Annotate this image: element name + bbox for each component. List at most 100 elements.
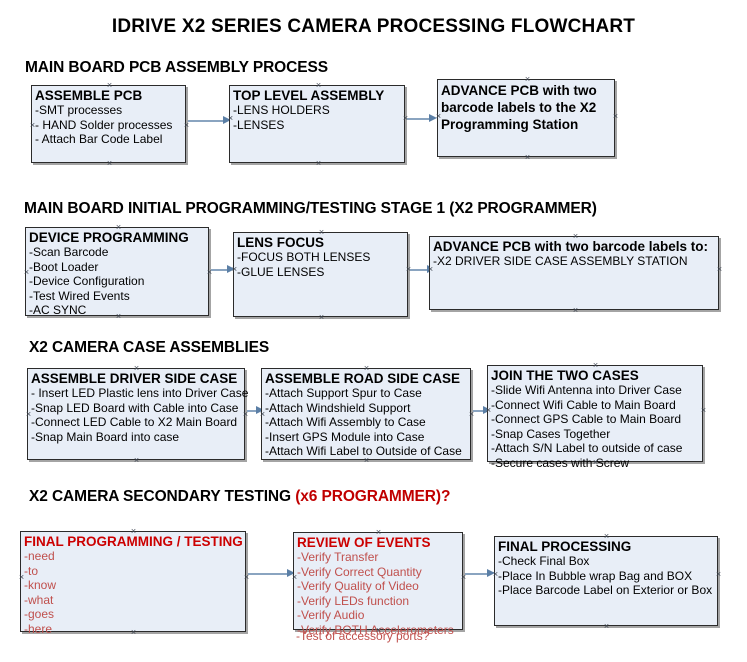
node-assemble-road-side-case-line-1: -Attach Support Spur to Case <box>265 386 422 400</box>
connection-handle-top[interactable] <box>133 365 140 372</box>
connection-handle-top[interactable] <box>130 528 137 535</box>
connection-handle-bottom[interactable] <box>315 160 322 167</box>
node-advance-pcb-driver-side-case-line-1: -X2 DRIVER SIDE CASE ASSEMBLY STATION <box>433 254 688 268</box>
section-title-text: X2 CAMERA SECONDARY TESTING <box>29 488 296 505</box>
node-join-the-two-cases-line-2: -Connect Wifi Cable to Main Board <box>491 397 676 412</box>
connector-shaft <box>473 410 484 412</box>
connection-handle-left[interactable] <box>29 122 36 129</box>
node-top-level-assembly-head: TOP LEVEL ASSEMBLY <box>233 88 385 103</box>
node-assemble-road-side-case-head: ASSEMBLE ROAD SIDE CASE <box>265 371 461 386</box>
node-join-the-two-cases[interactable]: JOIN THE TWO CASES -Slide Wifi Antenna i… <box>485 362 703 470</box>
connection-handle-top[interactable] <box>315 82 322 89</box>
connector-shaft <box>465 573 488 575</box>
node-review-of-events[interactable]: REVIEW OF EVENTS -Verify Transfer -Verif… <box>291 529 463 637</box>
node-final-processing-line-3: -Place Barcode Label on Exterior or Box <box>498 583 713 597</box>
node-assemble-driver-side-case[interactable]: ASSEMBLE DRIVER SIDE CASE - Insert LED P… <box>25 365 249 460</box>
node-final-programming-testing-line-5: -goes <box>24 607 55 621</box>
connection-handle-top[interactable] <box>363 365 370 372</box>
connection-handle-left[interactable] <box>18 574 25 581</box>
node-device-programming-line-4: -Test Wired Events <box>29 288 130 303</box>
connection-handle-top[interactable] <box>375 529 382 536</box>
connection-handle-left[interactable] <box>259 411 266 418</box>
connection-handle-bottom[interactable] <box>318 314 325 321</box>
node-assemble-driver-side-case-line-1: - Insert LED Plastic lens into Driver Ca… <box>31 386 249 400</box>
connection-handle-top[interactable] <box>106 82 113 89</box>
connector-shaft <box>188 120 224 122</box>
connection-handle-right[interactable] <box>700 407 707 414</box>
node-final-programming-testing-line-1: -need <box>24 549 55 563</box>
node-assemble-driver-side-case-line-3: -Connect LED Cable to X2 Main Board <box>31 415 238 429</box>
connection-handle-bottom[interactable] <box>106 160 113 167</box>
connection-handle-top[interactable] <box>115 224 122 231</box>
node-review-of-events-line-5: -Verify Audio <box>297 608 365 622</box>
node-device-programming-line-5: -AC SYNC <box>29 303 87 317</box>
node-assemble-pcb-line-2: - HAND Solder processes <box>35 117 173 132</box>
connector-shaft <box>248 573 288 575</box>
node-device-programming-line-3: -Device Configuration <box>29 274 145 288</box>
node-final-programming-testing[interactable]: FINAL PROGRAMMING / TESTING -need -to -k… <box>18 528 246 636</box>
node-lens-focus-head: LENS FOCUS <box>237 235 325 250</box>
node-advance-pcb-programming-station[interactable]: ADVANCE PCB with two barcode labels to t… <box>437 79 615 157</box>
connection-handle-top[interactable] <box>318 229 325 236</box>
connection-handle-bottom[interactable] <box>524 154 531 161</box>
connection-handle-top[interactable] <box>524 76 531 83</box>
node-final-processing-head: FINAL PROCESSING <box>498 539 632 554</box>
connection-handle-left[interactable] <box>25 411 32 418</box>
node-device-programming-head: DEVICE PROGRAMMING <box>29 230 189 245</box>
connection-handle-right[interactable] <box>715 571 722 578</box>
arrow-head-icon <box>429 114 437 122</box>
connection-handle-top[interactable] <box>603 533 610 540</box>
node-advance-pcb-programming-station-head: ADVANCE PCB with two barcode labels to t… <box>441 83 597 132</box>
node-assemble-driver-side-case-line-2: -Snap LED Board with Cable into Case <box>31 400 239 415</box>
node-final-programming-testing-head: FINAL PROGRAMMING / TESTING <box>24 534 243 549</box>
node-top-level-assembly-line-2: -LENSES <box>233 117 285 132</box>
connector-shaft <box>211 269 228 271</box>
connection-handle-left[interactable] <box>427 266 434 273</box>
node-lens-focus-line-2: -GLUE LENSES <box>237 264 325 279</box>
node-assemble-road-side-case[interactable]: ASSEMBLE ROAD SIDE CASE -Attach Support … <box>261 368 471 460</box>
connection-handle-bottom[interactable] <box>603 623 610 630</box>
arrow-head-icon <box>287 569 295 577</box>
node-final-programming-testing-line-6: -here <box>24 621 53 636</box>
node-advance-pcb-driver-side-case[interactable]: ADVANCE PCB with two barcode labels to: … <box>429 236 719 310</box>
connection-handle-bottom[interactable] <box>363 457 370 464</box>
node-review-of-events-line-3: -Verify Quality of Video <box>297 579 419 593</box>
node-top-level-assembly[interactable]: TOP LEVEL ASSEMBLY -LENS HOLDERS -LENSES <box>229 85 405 163</box>
node-final-processing[interactable]: FINAL PROCESSING -Check Final Box -Place… <box>494 536 718 626</box>
connection-handle-left[interactable] <box>291 574 298 581</box>
connector-assemble-pcb-to-top-level <box>188 116 231 125</box>
connection-handle-top[interactable] <box>592 362 599 369</box>
connector-final-programming-to-review-of-events <box>248 569 295 578</box>
node-lens-focus-line-1: -FOCUS BOTH LENSES <box>237 250 371 264</box>
node-assemble-pcb[interactable]: ASSEMBLE PCB -SMT processes - HAND Solde… <box>31 85 186 163</box>
connection-handle-top[interactable] <box>572 233 579 240</box>
node-assemble-road-side-case-line-4: -Insert GPS Module into Case <box>265 429 425 444</box>
arrow-head-icon <box>487 569 495 577</box>
connection-handle-left[interactable] <box>231 266 238 273</box>
node-join-the-two-cases-head: JOIN THE TWO CASES <box>491 368 639 383</box>
connection-handle-right[interactable] <box>612 113 619 120</box>
node-final-processing-line-2: -Place In Bubble wrap Bag and BOX <box>498 568 693 583</box>
connection-handle-left[interactable] <box>227 115 234 122</box>
connection-handle-left[interactable] <box>492 571 499 578</box>
node-assemble-road-side-case-line-5: -Attach Wifi Label to Outside of Case <box>265 444 462 458</box>
connection-handle-bottom[interactable] <box>572 307 579 314</box>
connection-handle-left[interactable] <box>435 113 442 120</box>
connection-handle-left[interactable] <box>23 269 30 276</box>
connection-handle-bottom[interactable] <box>133 457 140 464</box>
connection-handle-bottom[interactable] <box>115 313 122 320</box>
section-title-main-board-initial-programming: MAIN BOARD INITIAL PROGRAMMING/TESTING S… <box>24 200 597 217</box>
connection-handle-bottom[interactable] <box>130 629 137 636</box>
node-lens-focus[interactable]: LENS FOCUS -FOCUS BOTH LENSES -GLUE LENS… <box>233 232 408 317</box>
node-assemble-pcb-line-3: - Attach Bar Code Label <box>35 132 163 146</box>
connector-shaft <box>247 410 257 412</box>
connection-handle-bottom[interactable] <box>592 459 599 466</box>
node-join-the-two-cases-line-1: -Slide Wifi Antenna into Driver Case <box>491 383 682 397</box>
section-title-x2-camera-secondary-testing: X2 CAMERA SECONDARY TESTING (x6 PROGRAMM… <box>29 488 450 506</box>
node-assemble-driver-side-case-head: ASSEMBLE DRIVER SIDE CASE <box>31 371 238 386</box>
connection-handle-left[interactable] <box>485 407 492 414</box>
connection-handle-right[interactable] <box>716 266 723 273</box>
node-join-the-two-cases-line-5: -Attach S/N Label to outside of case <box>491 441 683 455</box>
node-device-programming[interactable]: DEVICE PROGRAMMING -Scan Barcode -Boot L… <box>23 224 209 317</box>
